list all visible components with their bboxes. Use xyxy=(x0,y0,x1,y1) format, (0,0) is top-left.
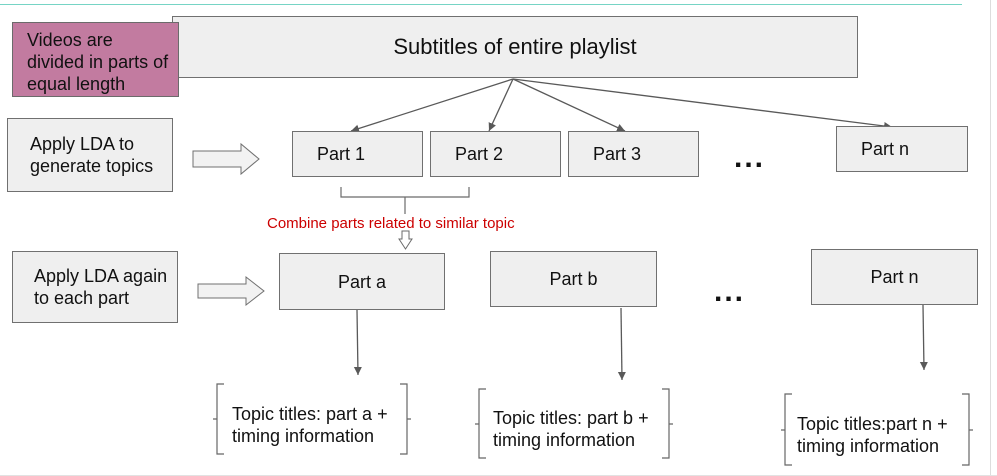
arrow-to-part-3 xyxy=(512,78,626,132)
step2-lda-box: Apply LDA again to each part xyxy=(12,251,178,323)
row2-ellipsis: ... xyxy=(714,275,746,308)
playlist-subtitles-label: Subtitles of entire playlist xyxy=(393,34,637,59)
topic-b-line2: timing information xyxy=(493,430,636,450)
topic-n-right-bracket xyxy=(962,393,973,466)
small-down-arrow xyxy=(398,230,413,250)
arrow-part-n-to-topics xyxy=(919,304,928,371)
topic-b-right-bracket xyxy=(662,388,673,459)
part-b-label: Part b xyxy=(549,269,598,289)
row1-ellipsis: ... xyxy=(734,141,766,174)
top-rule xyxy=(0,4,962,5)
part-2-box: Part 2 xyxy=(430,131,561,177)
combine-bracket xyxy=(340,187,470,198)
arrow-to-part-n xyxy=(512,78,893,130)
part-n-row2-box: Part n xyxy=(811,249,978,305)
part-3-label: Part 3 xyxy=(593,144,642,164)
part-a-label: Part a xyxy=(337,271,387,292)
arrow-part-b-to-topics xyxy=(617,307,626,381)
part-n-row2-label: Part n xyxy=(870,267,919,287)
topic-a-right-bracket xyxy=(400,383,411,455)
part-a-box: Part a xyxy=(279,253,445,310)
arrow-part-a-to-topics xyxy=(353,309,362,376)
block-arrow-row1 xyxy=(192,142,260,176)
topic-titles-part-n: Topic titles:part n + timing information xyxy=(797,413,948,457)
playlist-subtitles-box: Subtitles of entire playlist xyxy=(172,16,858,78)
part-b-box: Part b xyxy=(490,251,657,307)
arrow-to-part-1 xyxy=(350,78,514,133)
topic-titles-part-a: Topic titles: part a + timing informatio… xyxy=(232,403,388,447)
block-arrow-row2 xyxy=(197,275,265,307)
part-n-row1-label: Part n xyxy=(861,139,910,159)
part-2-label: Part 2 xyxy=(455,144,504,164)
combine-parts-note: Combine parts related to similar topic xyxy=(267,215,515,232)
topic-b-line1: Topic titles: part b + xyxy=(493,408,649,428)
equal-length-note: Videos are divided in parts of equal len… xyxy=(12,22,179,97)
part-1-label: Part 1 xyxy=(317,144,366,164)
part-n-row1-box: Part n xyxy=(836,126,968,172)
arrow-to-part-2 xyxy=(488,78,514,132)
topic-n-line2: timing information xyxy=(797,436,940,456)
step1-lda-label: Apply LDA to generate topics xyxy=(30,134,154,176)
step1-lda-box: Apply LDA to generate topics xyxy=(7,118,173,192)
step2-lda-label: Apply LDA again to each part xyxy=(34,266,168,308)
topic-a-line1: Topic titles: part a + xyxy=(232,404,388,424)
topic-n-left-bracket xyxy=(781,393,792,466)
right-rule xyxy=(990,0,991,476)
topic-n-line1: Topic titles:part n + xyxy=(797,414,948,434)
equal-length-note-text: Videos are divided in parts of equal len… xyxy=(27,30,169,94)
topic-b-left-bracket xyxy=(475,388,486,459)
topic-a-left-bracket xyxy=(213,383,224,455)
part-3-box: Part 3 xyxy=(568,131,699,177)
part-1-box: Part 1 xyxy=(292,131,423,177)
topic-titles-part-b: Topic titles: part b + timing informatio… xyxy=(493,407,649,451)
topic-a-line2: timing information xyxy=(232,426,375,446)
